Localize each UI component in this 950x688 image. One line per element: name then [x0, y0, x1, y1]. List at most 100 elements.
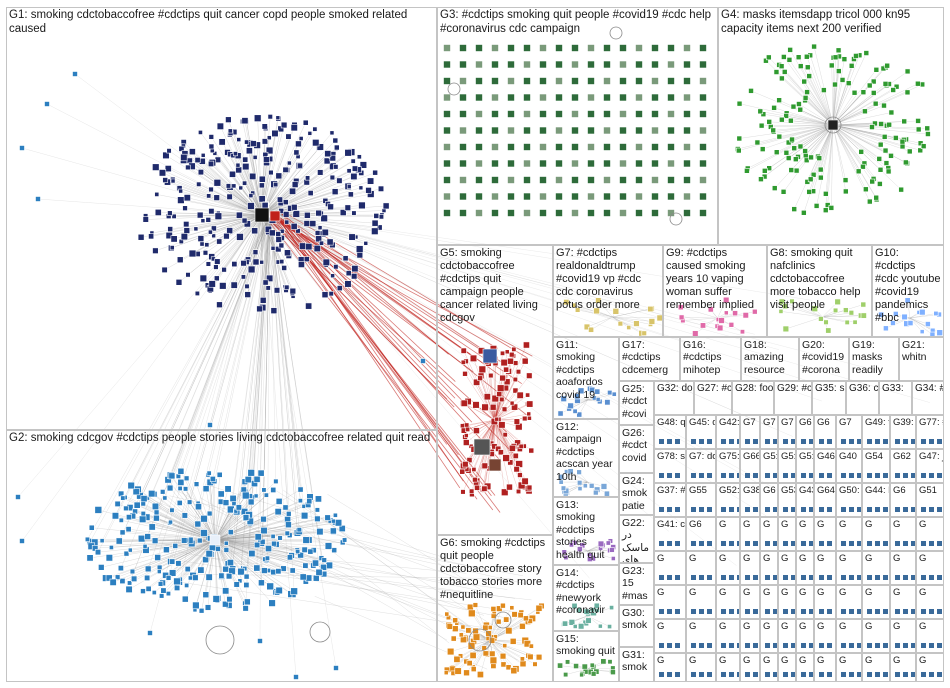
small-group-label: G: [817, 587, 833, 598]
small-group-node: [841, 672, 846, 677]
small-group-node: [883, 473, 888, 478]
group-box-g6: G6: smoking #cdctips quit people cdctoba…: [437, 535, 553, 682]
small-group-node: [895, 575, 900, 580]
small-group-box: G: [814, 551, 836, 585]
small-group-box: G62: [890, 449, 916, 483]
small-group-label: G: [839, 519, 859, 530]
small-group-label: G: [781, 655, 793, 666]
small-group-label: G7: [839, 417, 859, 428]
small-group-box: G45: quit: [686, 415, 716, 449]
small-group-node: [929, 575, 934, 580]
group-box-g19: G19: masks readily: [849, 337, 899, 381]
small-group-box: G: [760, 551, 778, 585]
small-group-label: G: [919, 519, 941, 530]
small-group-node: [937, 643, 942, 648]
small-group-box: G: [796, 517, 814, 551]
small-group-node: [721, 541, 726, 546]
small-group-label: G: [865, 655, 887, 666]
group-label-g18: G18: amazing resource: [744, 339, 796, 376]
small-group-label: G: [781, 587, 793, 598]
small-group-label: G48: quit: [657, 417, 683, 428]
small-group-node: [675, 575, 680, 580]
group-label-g13: G13: smoking #cdctips stories health qui…: [556, 499, 616, 561]
small-group-label: G54: [865, 451, 887, 462]
small-group-node: [659, 473, 664, 478]
small-group-node: [721, 507, 726, 512]
small-group-label: G43: tak: [799, 485, 811, 496]
small-group-node: [659, 672, 664, 677]
group-box-g11: G11: smoking #cdctips aoafordos covid 19: [553, 337, 619, 419]
small-group-node: [819, 507, 824, 512]
small-group-box: G39: #cd: [890, 415, 916, 449]
small-group-box: G: [740, 653, 760, 682]
small-group-node: [929, 507, 934, 512]
small-group-label: G: [657, 587, 683, 598]
small-group-box: G47: مار: [916, 449, 944, 483]
small-group-node: [895, 439, 900, 444]
group-label-g34: G34: #cdc: [915, 383, 941, 395]
small-group-node: [729, 575, 734, 580]
small-group-node: [753, 643, 758, 648]
small-group-node: [867, 439, 872, 444]
small-group-label: G: [919, 553, 941, 564]
small-group-box: G: [862, 551, 890, 585]
small-group-node: [867, 672, 872, 677]
small-group-box: G44: bts: [862, 483, 890, 517]
small-group-node: [729, 507, 734, 512]
small-group-node: [903, 575, 908, 580]
small-group-node: [827, 609, 832, 614]
small-group-node: [895, 507, 900, 512]
small-group-label: G64: [817, 485, 833, 496]
small-group-node: [849, 439, 854, 444]
small-group-node: [849, 672, 854, 677]
small-group-node: [783, 575, 788, 580]
small-group-label: G: [799, 655, 811, 666]
group-box-g30: G30: smok: [619, 605, 654, 647]
small-group-node: [867, 643, 872, 648]
small-group-label: G38: [743, 485, 757, 496]
small-group-label: G49: tell: [865, 417, 887, 428]
small-group-node: [929, 541, 934, 546]
group-box-g20: G20: #covid19 #corona: [799, 337, 849, 381]
small-group-node: [691, 672, 696, 677]
group-label-g32: G32: doug: [657, 383, 691, 395]
small-group-box: G38: [740, 483, 760, 517]
small-group-node: [883, 575, 888, 580]
small-group-box: G: [740, 551, 760, 585]
small-group-box: G78: sm: [654, 449, 686, 483]
small-group-label: G: [817, 519, 833, 530]
small-group-label: G5: pe: [781, 451, 793, 462]
group-label-g26: G26: #cdct covid: [622, 427, 651, 464]
small-group-box: G: [836, 619, 862, 653]
small-group-node: [783, 473, 788, 478]
small-group-box: G: [814, 585, 836, 619]
small-group-box: G: [836, 653, 862, 682]
small-group-node: [707, 643, 712, 648]
small-group-box: G7: [778, 415, 796, 449]
small-group-box: G: [740, 619, 760, 653]
small-group-box: G: [862, 653, 890, 682]
small-group-node: [895, 672, 900, 677]
small-group-label: G75:: [719, 451, 737, 462]
small-group-node: [849, 575, 854, 580]
group-box-g28: G28: food: [732, 381, 774, 415]
group-box-g29: G29: #cdcti: [774, 381, 812, 415]
group-label-g4: G4: masks itemsdapp tricol 000 kn95 capa…: [721, 9, 941, 36]
small-group-label: G: [743, 553, 757, 564]
small-group-label: G52: gov: [719, 485, 737, 496]
small-group-box: G: [760, 619, 778, 653]
small-group-box: G7: [760, 415, 778, 449]
small-group-node: [903, 507, 908, 512]
small-group-node: [849, 643, 854, 648]
small-group-node: [819, 575, 824, 580]
small-group-node: [883, 541, 888, 546]
small-group-node: [921, 672, 926, 677]
group-box-g21: G21: whitn: [899, 337, 944, 381]
small-group-label: G: [763, 553, 775, 564]
group-box-g13: G13: smoking #cdctips stories health qui…: [553, 497, 619, 565]
small-group-node: [691, 609, 696, 614]
group-label-g36: G36: cloth: [849, 383, 876, 395]
small-group-box: G48: quit: [654, 415, 686, 449]
small-group-box: G64: [814, 483, 836, 517]
small-group-node: [699, 609, 704, 614]
